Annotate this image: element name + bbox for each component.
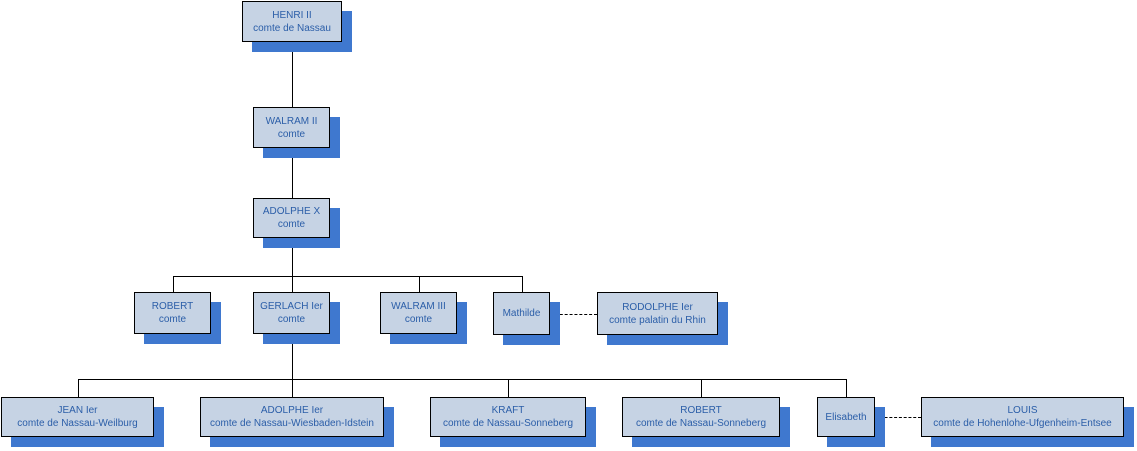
person-name: HENRI II (272, 9, 312, 21)
person-name: ADOLPHE X (262, 206, 321, 217)
connector-line (173, 276, 174, 293)
person-node-gerlach1: GERLACH Ier comte (253, 292, 340, 344)
person-name: Mathilde (502, 308, 541, 319)
connector-line (522, 276, 523, 293)
person-name: Elisabeth (825, 411, 867, 423)
person-name: GERLACH Ier (260, 301, 323, 312)
person-title: comte (158, 314, 187, 325)
connector-line (419, 276, 420, 293)
person-title: comte de Nassau-Weilburg (17, 418, 138, 429)
connector-line (292, 42, 293, 108)
person-title: comte palatin du Rhin (609, 314, 706, 326)
marriage-link (875, 417, 921, 418)
person-node-mathilde: Mathilde (493, 292, 560, 345)
person-name: LOUIS (1007, 405, 1038, 416)
connector-line (292, 276, 293, 293)
connector-line (78, 379, 847, 380)
person-title: comte de Nassau-Sonneberg (635, 418, 767, 429)
person-node-kraft: KRAFT comte de Nassau-Sonneberg (430, 397, 596, 447)
person-title: comte de Hohenlohe-Ufgenheim-Entsee (933, 418, 1112, 429)
person-title: comte de Nassau (253, 22, 331, 34)
connector-line (292, 238, 293, 277)
person-node-adolphe1: ADOLPHE Ier comte de Nassau-Wiesbaden-Ids… (200, 397, 394, 447)
person-title: comte (277, 128, 306, 140)
connector-line (173, 276, 523, 277)
person-title: comte (277, 219, 306, 230)
marriage-link (550, 314, 597, 315)
person-name: ROBERT (680, 405, 722, 416)
person-node-robert: ROBERT comte (134, 292, 221, 344)
node-box: ROBERT comte (134, 292, 211, 334)
person-node-elisabeth: Elisabeth (817, 397, 885, 447)
node-box: Mathilde (493, 292, 550, 335)
node-box: KRAFT comte de Nassau-Sonneberg (430, 397, 586, 437)
connector-line (292, 334, 293, 380)
person-title: comte (404, 314, 433, 325)
person-name: RODOLPHE Ier (622, 301, 693, 313)
person-name: WALRAM II (265, 115, 318, 127)
node-box: LOUIS comte de Hohenlohe-Ufgenheim-Entsee (921, 397, 1124, 437)
node-box: GERLACH Ier comte (253, 292, 330, 334)
connector-line (292, 379, 293, 398)
node-box: JEAN Ier comte de Nassau-Weilburg (1, 397, 154, 437)
connector-line (508, 379, 509, 398)
person-title: comte (277, 314, 306, 325)
person-node-walram3: WALRAM III comte (380, 292, 467, 344)
person-name: KRAFT (491, 405, 525, 416)
person-name: ADOLPHE Ier (260, 405, 324, 416)
connector-line (292, 148, 293, 199)
node-box: WALRAM III comte (380, 292, 457, 334)
node-box: ADOLPHE X comte (253, 198, 330, 238)
person-title: comte de Nassau-Sonneberg (442, 418, 574, 429)
connector-line (846, 379, 847, 398)
connector-line (701, 379, 702, 398)
person-node-jean1: JEAN Ier comte de Nassau-Weilburg (1, 397, 164, 447)
node-box: ADOLPHE Ier comte de Nassau-Wiesbaden-Ids… (200, 397, 384, 437)
person-node-adolphe10: ADOLPHE X comte (253, 198, 340, 248)
node-box: ROBERT comte de Nassau-Sonneberg (622, 397, 780, 437)
person-name: ROBERT (151, 301, 194, 312)
person-node-robert2: ROBERT comte de Nassau-Sonneberg (622, 397, 790, 447)
person-name: WALRAM III (391, 301, 446, 312)
connector-line (78, 379, 79, 398)
person-title: comte de Nassau-Wiesbaden-Idstein (210, 418, 374, 429)
node-box: Elisabeth (817, 397, 875, 437)
person-name: JEAN Ier (57, 405, 98, 416)
person-node-louis: LOUIS comte de Hohenlohe-Ufgenheim-Entsee (921, 397, 1134, 447)
